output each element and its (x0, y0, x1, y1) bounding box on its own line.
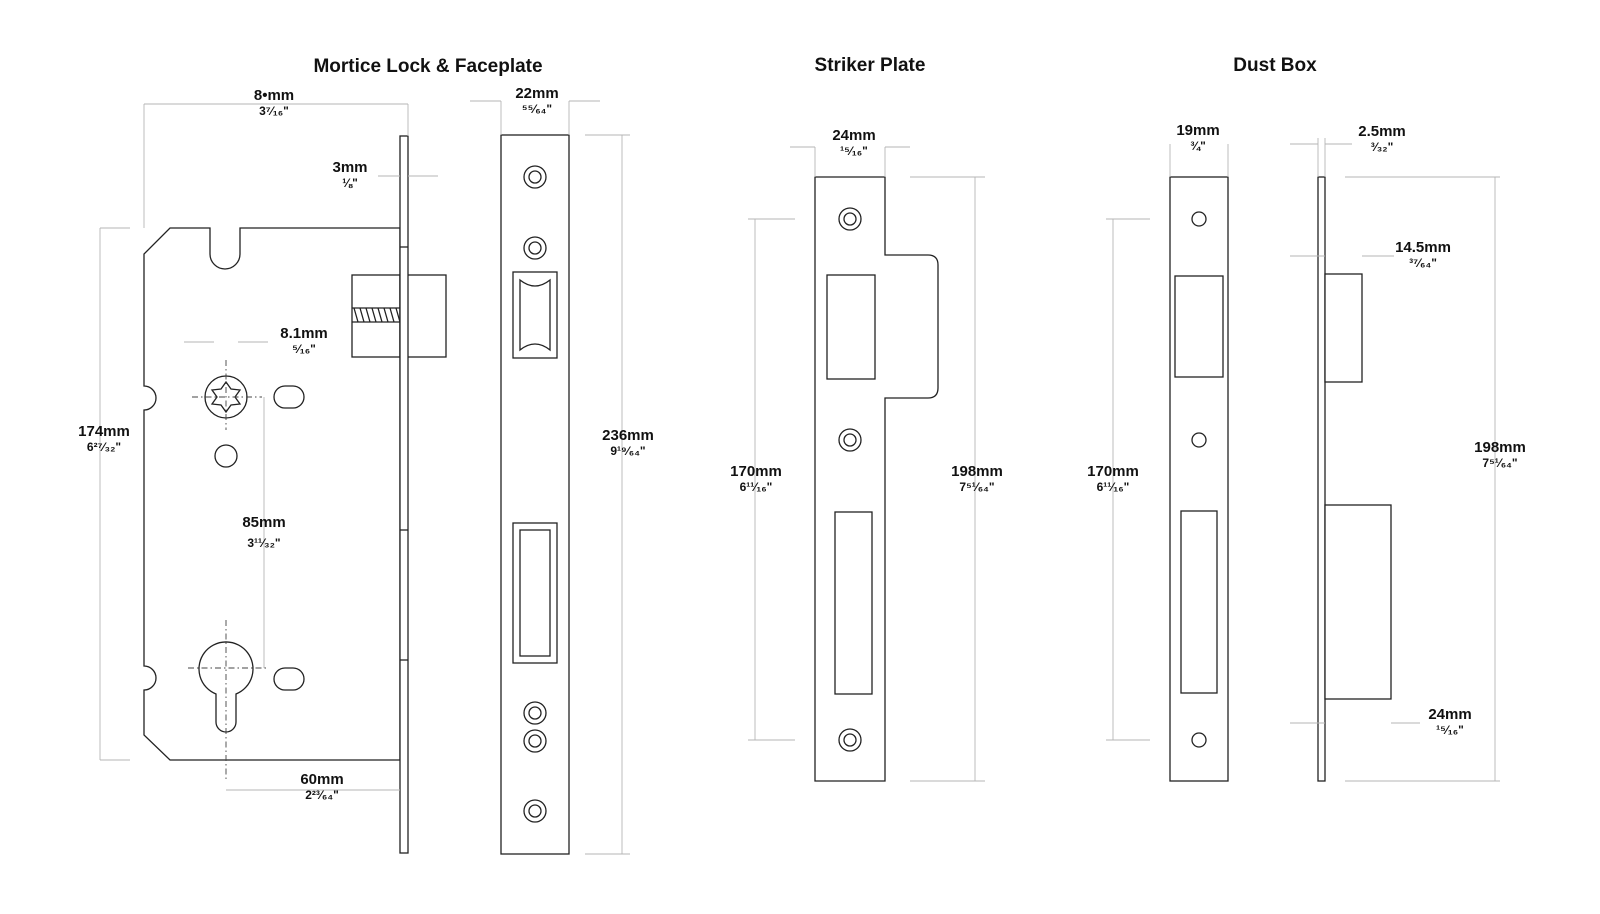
latch-spring (352, 307, 401, 323)
fixing-slot (273, 385, 305, 409)
striker-dimension-lines (748, 146, 985, 782)
faceplate-front-view (500, 134, 570, 855)
cylinder-profile (198, 641, 254, 733)
fixing-slot (273, 667, 305, 691)
dustbox-title: Dust Box (1233, 55, 1317, 76)
dust-box-side-view (1317, 176, 1392, 782)
forend-side-view (399, 135, 409, 854)
fixing-hole (214, 444, 238, 468)
lock-title: Mortice Lock & Faceplate (313, 56, 543, 77)
dust-box-dimension-lines (1106, 138, 1500, 782)
mortice-lock-case (143, 227, 447, 780)
lock-dimension-lines (99, 100, 630, 855)
dust-box-front-plate (1169, 176, 1229, 782)
striker-title: Striker Plate (814, 55, 926, 76)
striker-plate (814, 176, 939, 782)
